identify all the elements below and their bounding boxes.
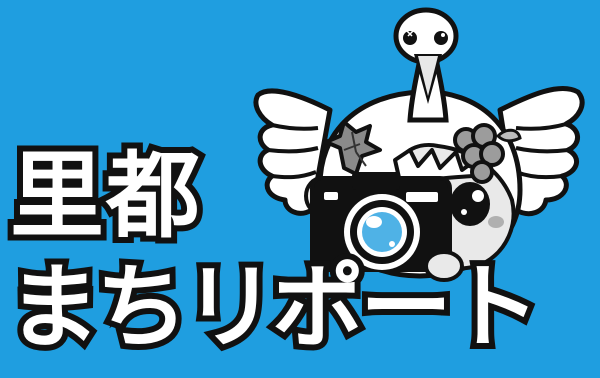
camera-icon — [310, 172, 452, 272]
right-hand — [424, 250, 464, 282]
mascot-eye — [450, 182, 504, 228]
banner-title-line-1: 里都 — [4, 142, 206, 251]
ivy-leaf-icon — [324, 120, 382, 176]
grapes-icon — [453, 123, 522, 184]
banner-title-line-2: まちリポート — [2, 254, 546, 361]
